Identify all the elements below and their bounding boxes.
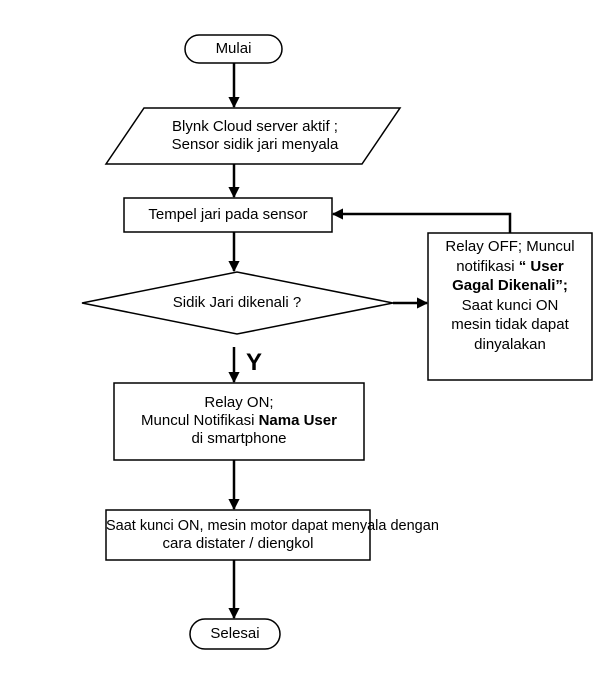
attach-finger-box [123,197,333,233]
engine-line-1: Saat kunci ON, mesin motor dapat menyala… [106,518,439,534]
fail-line-4: Saat kunci ON [461,296,559,314]
success-line-2: Muncul Notifikasi Nama User [141,412,337,429]
end-label: Selesai [210,625,260,642]
yes-label: Y [246,349,263,376]
start-label: Mulai [215,40,252,57]
success-line-3: di smartphone [191,430,287,447]
input-label: Blynk Cloud server aktif ; Sensor sidik … [110,118,400,154]
fail-line-2: notifikasi “ User [456,257,564,275]
input-line-2: Sensor sidik jari menyala [171,136,339,153]
fail-line-1: Relay OFF; Muncul [445,238,575,255]
fail-line-5: mesin tidak dapat [451,316,569,333]
decision-label: Sidik Jari dikenali ? [172,294,302,311]
engine-line-2: cara distater / diengkol [162,535,314,552]
input-parallelogram [104,107,402,165]
fail-line-6: dinyalakan [474,335,546,353]
input-line-1: Blynk Cloud server aktif ; [172,118,338,135]
fail-line-3: Gagal Dikenali”; [452,277,568,294]
success-line-1: Relay ON; [204,394,274,411]
fail-box [427,232,593,381]
success-label: Relay ON; Muncul Notifikasi Nama User di… [114,394,364,448]
engine-label: Saat kunci ON, mesin motor dapat menyala… [106,517,439,553]
attach-label: Tempel jari pada sensor [148,206,308,223]
fail-label: Relay OFF; Muncul notifikasi “ User Gaga… [428,237,592,354]
arrow-fail-to-attach [331,208,512,233]
